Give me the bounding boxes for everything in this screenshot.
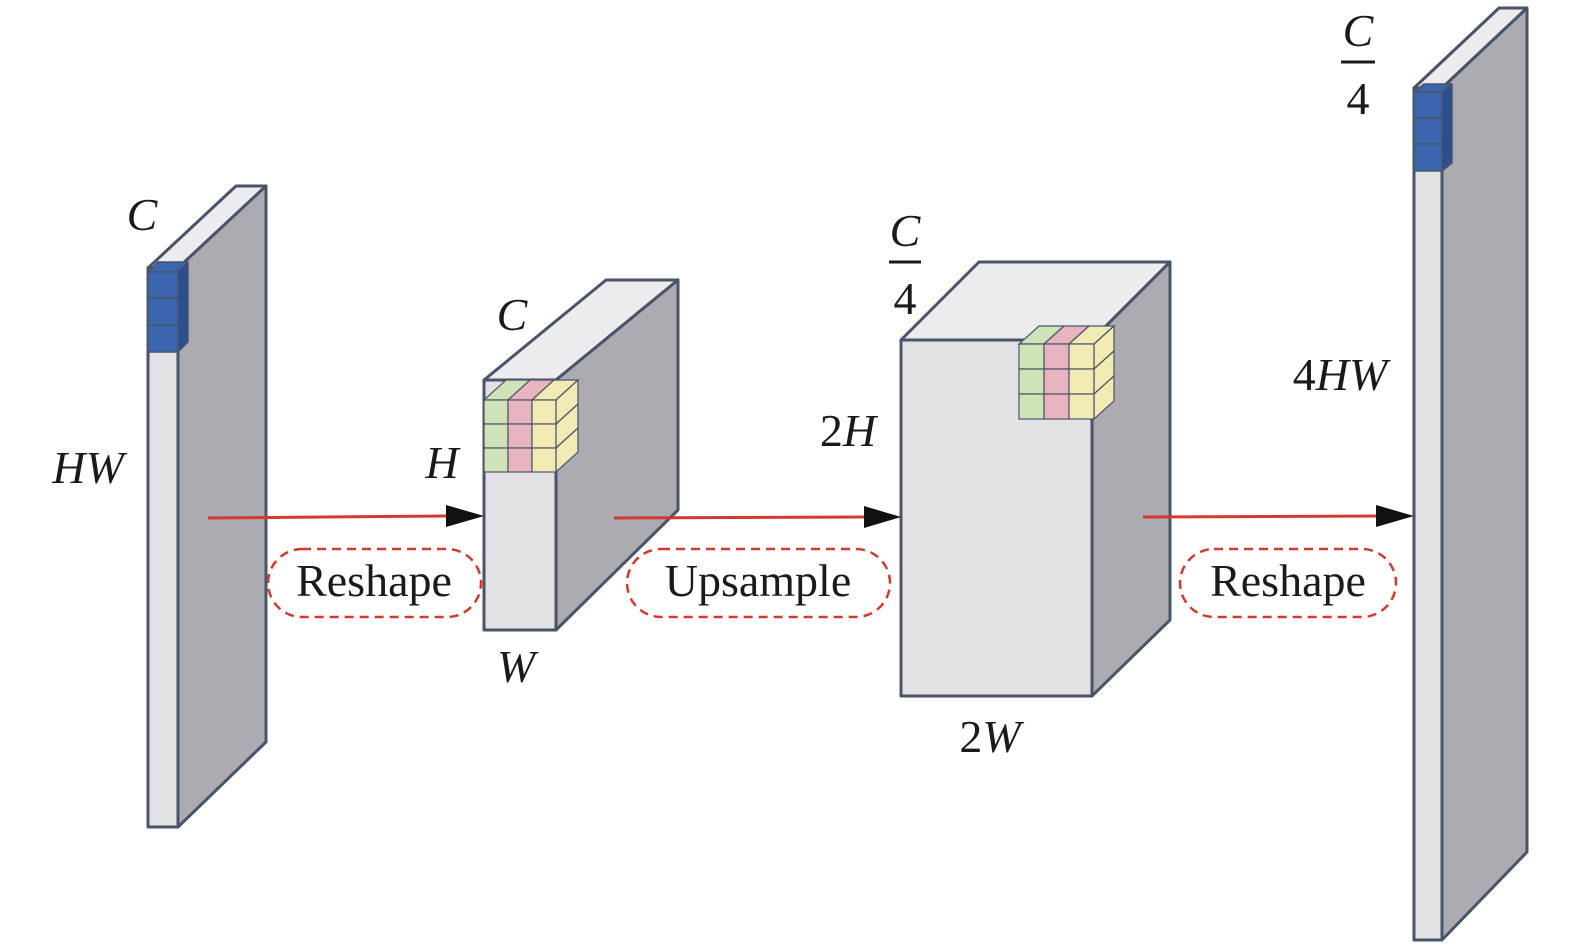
output-sequence-tensor: [1412, 6, 1529, 942]
pixel-cube-cell: [483, 447, 509, 473]
arrow-reshape-1: [207, 505, 484, 527]
upsampled-channel-numerator: C: [890, 205, 922, 256]
pixel-cube-cell: [531, 423, 557, 449]
output-channel-denominator: 4: [1347, 73, 1370, 124]
op-reshape-2-label: Reshape: [1210, 555, 1366, 606]
arrow-upsample: [613, 506, 901, 528]
feature-map-height-label: H: [424, 437, 461, 488]
pixel-cube-cell: [1068, 393, 1095, 420]
upsampled-tensor: [899, 260, 1172, 698]
input-length-label: HW: [51, 442, 127, 493]
pixel-cube-cell: [1043, 368, 1070, 395]
pixel-cube-cell: [507, 423, 533, 449]
input-sequence-tensor: [146, 184, 268, 829]
op-upsample: Upsample: [625, 547, 892, 619]
pixel-cube-cell: [531, 399, 557, 425]
output-tensor-side-face: [1440, 6, 1529, 942]
pixel-cube-cell: [483, 423, 509, 449]
upsampled-height-label: 2H: [820, 405, 879, 456]
feature-map-pixel-grid: [482, 378, 580, 474]
input-token-cubes: [147, 261, 189, 353]
input-tensor-side-face: [176, 184, 268, 829]
output-tensor-front-face: [1412, 86, 1444, 942]
input-tensor-front-face: [146, 266, 180, 829]
output-token-cubes: [1413, 83, 1453, 172]
op-reshape-1-label: Reshape: [296, 555, 452, 606]
pixel-cube-cell: [1068, 368, 1095, 395]
op-reshape-2: Reshape: [1178, 547, 1398, 619]
op-upsample-label: Upsample: [665, 555, 852, 606]
upsampled-channel-denominator: 4: [894, 273, 917, 324]
pixel-cube-cell: [483, 399, 509, 425]
output-channel-fraction: C 4: [1341, 5, 1375, 124]
feature-map-tensor: [482, 278, 680, 632]
feature-map-width-label: W: [497, 641, 539, 692]
upsampled-width-label: 2W: [959, 711, 1024, 762]
pixel-cube-cell: [1018, 393, 1045, 420]
op-reshape-1: Reshape: [266, 547, 483, 619]
pixel-cube-cell: [507, 447, 533, 473]
input-channel-label: C: [127, 189, 159, 240]
feature-map-channel-label: C: [497, 289, 529, 340]
pixel-cube-cell: [507, 399, 533, 425]
output-channel-numerator: C: [1343, 5, 1375, 56]
pixel-cube-cell: [1068, 343, 1095, 370]
upsampled-channel-fraction: C 4: [889, 205, 922, 324]
output-length-label: 4HW: [1293, 349, 1391, 400]
pixel-cube-cell: [1018, 368, 1045, 395]
upsampled-pixel-grid: [1017, 324, 1116, 421]
pixel-cube-cell: [1018, 343, 1045, 370]
arrow-reshape-2: [1142, 505, 1414, 527]
pixel-cube-cell: [531, 447, 557, 473]
pixel-cube-cell: [1043, 343, 1070, 370]
pixel-cube-cell: [1043, 393, 1070, 420]
